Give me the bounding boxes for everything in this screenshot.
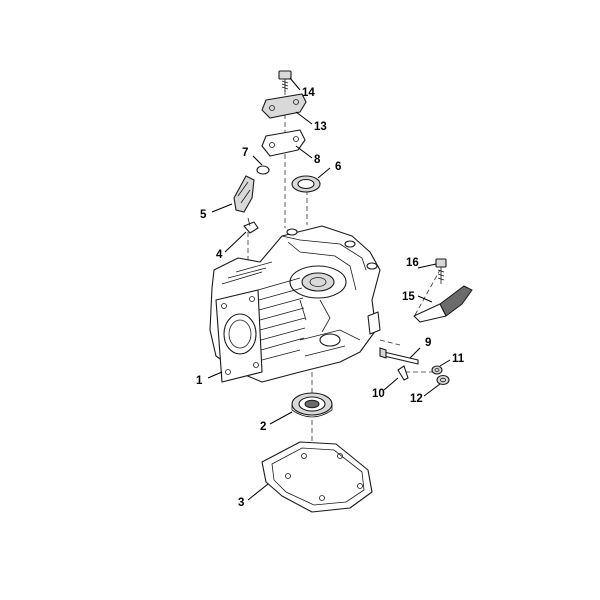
- callout-labels: 1 2 3 4 5 6 7 8 9 10 11 12 13 14 15 16: [196, 87, 465, 509]
- pin-part-10: [397, 365, 409, 381]
- bearing-part-2: [291, 392, 333, 418]
- callout-12: 12: [410, 393, 423, 405]
- cover-plate-part-13: [261, 93, 307, 119]
- screw-part-16: [435, 258, 447, 284]
- base-gasket-part-3: [261, 441, 373, 513]
- callout-2: 2: [260, 421, 266, 433]
- callout-10: 10: [372, 388, 385, 400]
- washer-part-11: [431, 365, 443, 375]
- lever-part-15: [413, 285, 473, 323]
- callout-4: 4: [216, 249, 223, 261]
- callout-8: 8: [314, 154, 321, 166]
- callout-3: 3: [238, 497, 244, 509]
- callout-16: 16: [406, 257, 419, 269]
- o-ring-part-7: [256, 165, 270, 175]
- bracket-part-5: [233, 175, 255, 213]
- crankcase-part-1: [209, 225, 381, 383]
- shaft-part-9: [379, 347, 419, 365]
- callout-6: 6: [335, 161, 341, 173]
- callout-11: 11: [452, 353, 465, 365]
- oil-seal-part-6: [291, 175, 321, 193]
- callout-7: 7: [242, 147, 248, 159]
- callout-14: 14: [302, 87, 315, 99]
- callout-1: 1: [196, 375, 203, 387]
- clip-part-4: [243, 217, 259, 234]
- callout-15: 15: [402, 291, 415, 303]
- callout-5: 5: [200, 209, 207, 221]
- gasket-part-8: [261, 129, 306, 157]
- callout-13: 13: [314, 121, 327, 133]
- washer-part-12: [436, 374, 450, 386]
- callout-9: 9: [425, 337, 431, 349]
- leader-lines: [207, 77, 451, 501]
- bolt-part-14: [278, 70, 292, 92]
